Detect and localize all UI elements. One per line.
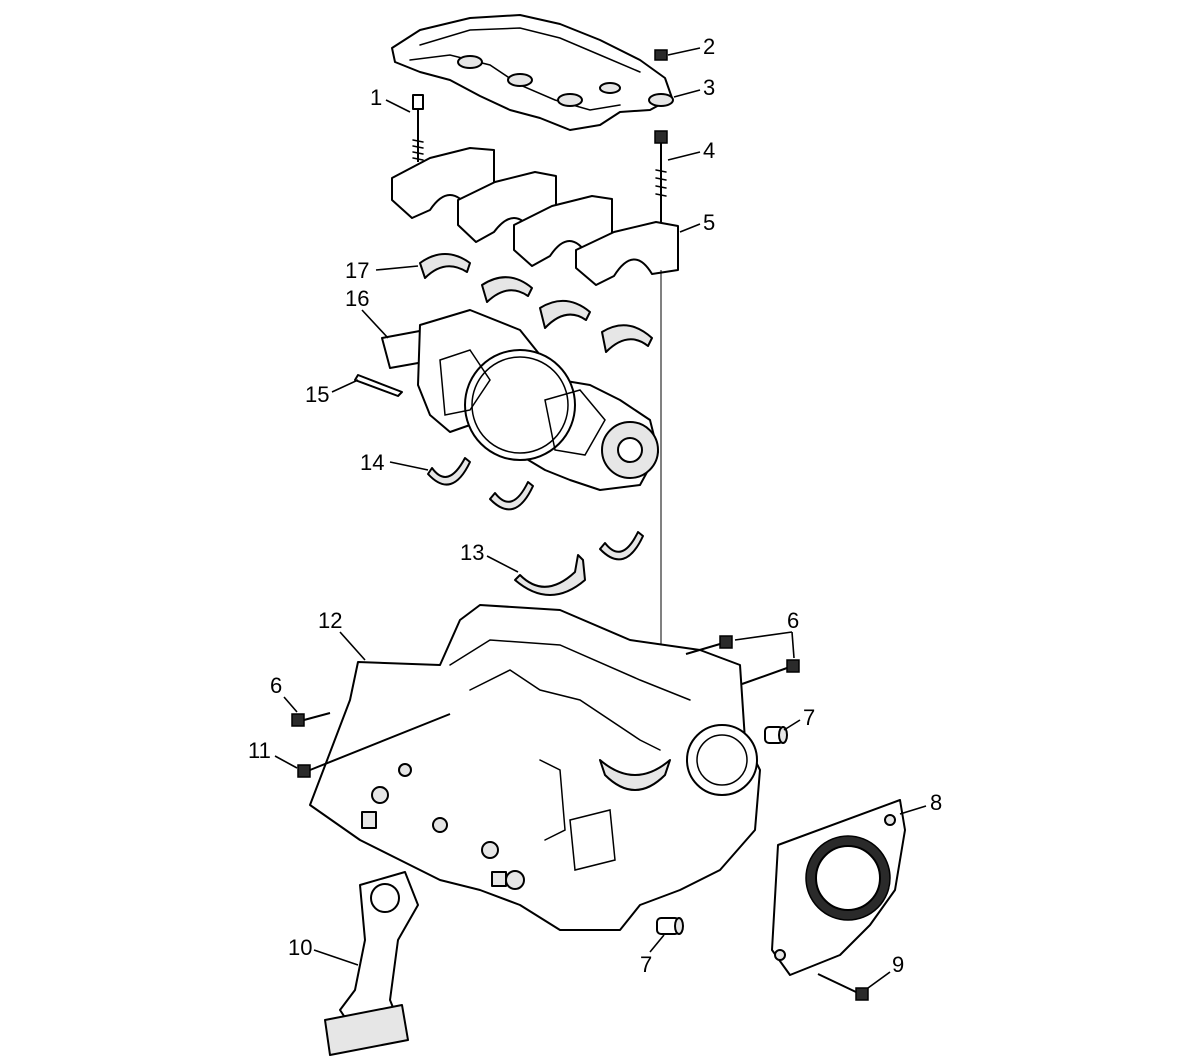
seal-housing-bolt — [817, 973, 869, 1001]
bedplate-cover — [391, 14, 673, 131]
long-bolt — [297, 713, 451, 778]
callout-8: 8 — [899, 790, 942, 815]
svg-text:3: 3 — [703, 75, 715, 100]
callout-17: 17 — [345, 258, 419, 283]
thrust-washer — [354, 374, 403, 397]
svg-text:9: 9 — [892, 952, 904, 977]
callout-16: 16 — [345, 286, 389, 339]
svg-text:6: 6 — [787, 608, 799, 633]
callout-2: 2 — [667, 34, 715, 59]
svg-text:7: 7 — [803, 705, 815, 730]
callout-15: 15 — [305, 379, 359, 407]
svg-text:17: 17 — [345, 258, 369, 283]
callout-13: 13 — [460, 540, 519, 573]
block-bolts — [291, 635, 800, 727]
svg-text:12: 12 — [318, 608, 342, 633]
connecting-rod-piston — [324, 871, 419, 1056]
callout-5: 5 — [679, 210, 715, 235]
callout-7-bottom: 7 — [640, 934, 665, 977]
callout-9: 9 — [867, 952, 904, 989]
svg-text:7: 7 — [640, 952, 652, 977]
svg-text:5: 5 — [703, 210, 715, 235]
stud-nut-washer — [648, 49, 674, 222]
lower-bearing-shells — [427, 457, 644, 561]
rear-seal-housing — [771, 799, 906, 976]
main-bearing-caps — [391, 147, 679, 286]
svg-text:4: 4 — [703, 138, 715, 163]
main-bearing-bolt — [412, 94, 424, 162]
svg-text:8: 8 — [930, 790, 942, 815]
svg-text:11: 11 — [248, 738, 271, 763]
callout-10: 10 — [288, 935, 359, 966]
thrust-bearing — [514, 554, 586, 596]
callout-7-top: 7 — [783, 705, 815, 731]
svg-text:10: 10 — [288, 935, 312, 960]
callout-1: 1 — [370, 85, 411, 113]
svg-text:13: 13 — [460, 540, 484, 565]
callout-6-right: 6 — [734, 608, 799, 659]
svg-text:6: 6 — [270, 673, 282, 698]
callout-14: 14 — [360, 450, 429, 475]
svg-text:15: 15 — [305, 382, 329, 407]
svg-text:2: 2 — [703, 34, 715, 59]
svg-text:1: 1 — [370, 85, 382, 110]
crankshaft — [381, 309, 659, 491]
callout-6-left: 6 — [270, 673, 298, 713]
engine-block — [309, 604, 761, 931]
upper-bearing-shells — [419, 253, 653, 353]
svg-text:14: 14 — [360, 450, 384, 475]
callout-12: 12 — [318, 608, 366, 661]
callout-4: 4 — [667, 138, 715, 163]
dowel-pins — [656, 726, 788, 935]
callout-11: 11 — [248, 738, 298, 769]
svg-text:16: 16 — [345, 286, 369, 311]
callout-3: 3 — [673, 75, 715, 100]
